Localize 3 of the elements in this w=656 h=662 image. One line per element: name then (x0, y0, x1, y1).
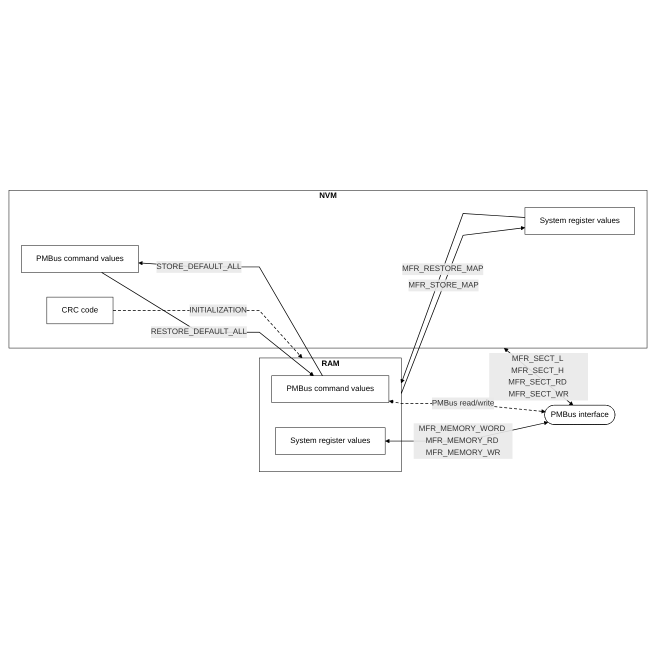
arrow (101, 272, 314, 376)
arrow (138, 261, 323, 376)
arrow (112, 310, 302, 358)
